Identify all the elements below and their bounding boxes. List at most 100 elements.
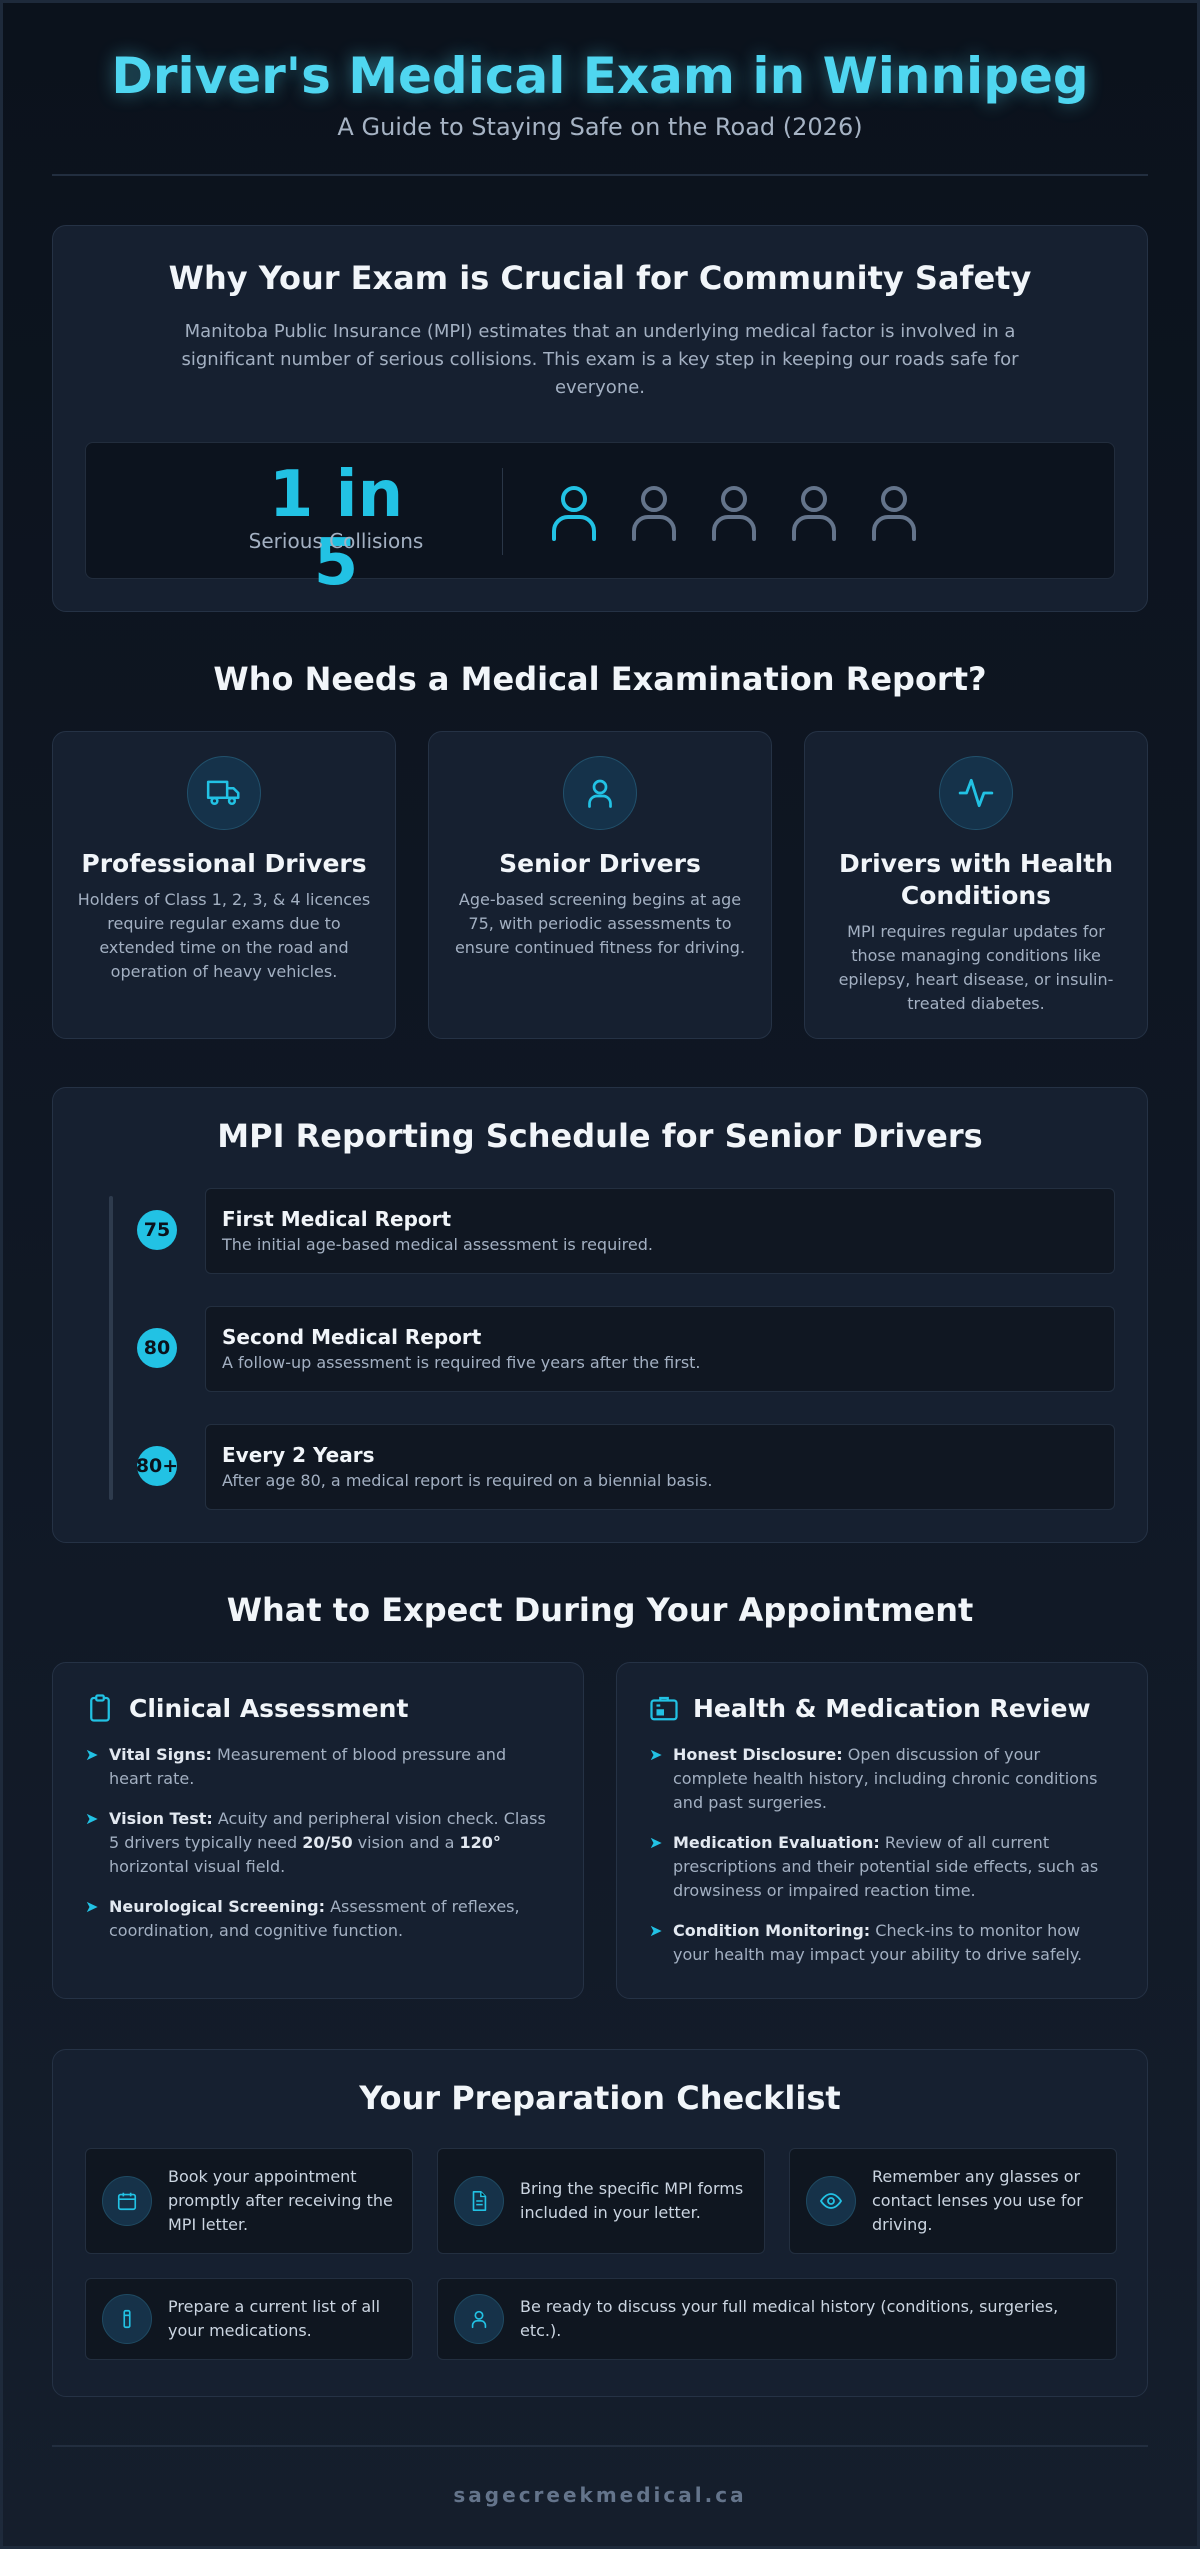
- person-icon: [712, 486, 756, 541]
- footer-divider: [52, 2445, 1148, 2447]
- age-badge: 80: [137, 1328, 177, 1368]
- checklist-item: Remember any glasses or contact lenses y…: [789, 2148, 1117, 2254]
- who-card-senior: Senior Drivers Age-based screening begin…: [428, 731, 772, 1039]
- who-cards: Professional Drivers Holders of Class 1,…: [52, 731, 1148, 1039]
- icon-circle: [806, 2176, 856, 2226]
- icon-circle: [187, 756, 261, 830]
- item-label: Condition Monitoring:: [673, 1921, 871, 1940]
- icon-circle: [939, 756, 1013, 830]
- who-card-health: Drivers with Health Conditions MPI requi…: [804, 731, 1148, 1039]
- item-text: vision and a: [352, 1833, 460, 1852]
- checklist-grid: Book your appointment promptly after rec…: [85, 2148, 1117, 2360]
- visual-field-value: 120°: [459, 1833, 501, 1852]
- item-label: Medication Evaluation:: [673, 1833, 880, 1852]
- person-highlight-icon: [552, 486, 596, 541]
- stat-box: 1 in 5 Serious Collisions: [85, 442, 1115, 597]
- expect-title: What to Expect During Your Appointment: [226, 1591, 974, 1629]
- item-label: Neurological Screening:: [109, 1897, 325, 1916]
- expect-cards: Clinical Assessment ➤ Vital Signs: Measu…: [52, 1662, 1148, 1999]
- timeline-item-text: A follow-up assessment is required five …: [222, 1353, 701, 1372]
- document-icon: [472, 2191, 487, 2211]
- list-item-text: Neurological Screening: Assessment of re…: [109, 1895, 551, 1943]
- who-card-text: Age-based screening begins at age 75, wi…: [454, 890, 746, 957]
- stat-divider: [502, 468, 503, 555]
- list-item: ➤ Neurological Screening: Assessment of …: [85, 1895, 551, 1943]
- user-icon: [588, 779, 612, 808]
- health-header: Health & Medication Review: [649, 1693, 1115, 1723]
- person-icon: [872, 486, 916, 541]
- item-text: Open discussion of your complete health …: [673, 1745, 1098, 1812]
- list-item-text: Vision Test: Acuity and peripheral visio…: [109, 1807, 551, 1879]
- item-text: Acuity and peripheral vision check. Clas…: [109, 1809, 546, 1852]
- page-subtitle: A Guide to Staying Safe on the Road (202…: [337, 113, 863, 141]
- timeline-line: [109, 1196, 113, 1500]
- timeline-item-text: The initial age-based medical assessment…: [222, 1235, 653, 1254]
- timeline-item-title: Every 2 Years: [222, 1443, 375, 1467]
- list-item: ➤ Vital Signs: Measurement of blood pres…: [85, 1743, 551, 1791]
- eye-icon: [819, 2193, 843, 2209]
- footer-website[interactable]: sagecreekmedical.ca: [453, 2483, 747, 2507]
- item-text: Assessment of reflexes, coordination, an…: [109, 1897, 520, 1940]
- timeline-item-title: Second Medical Report: [222, 1325, 482, 1349]
- timeline-box: Second Medical Report A follow-up assess…: [205, 1306, 1115, 1392]
- icon-circle: [102, 2176, 152, 2226]
- list-item: ➤ Honest Disclosure: Open discussion of …: [649, 1743, 1115, 1815]
- checklist-item: Prepare a current list of all your medic…: [85, 2278, 413, 2360]
- item-text: horizontal visual field.: [109, 1857, 286, 1876]
- item-text: Measurement of blood pressure and heart …: [109, 1745, 507, 1788]
- checklist-title: Your Preparation Checklist: [359, 2079, 841, 2117]
- checklist-item: Bring the specific MPI forms included in…: [437, 2148, 765, 2254]
- arrow-icon: ➤: [85, 1745, 99, 1764]
- health-title: Health & Medication Review: [693, 1693, 1091, 1723]
- item-text: Review of all current prescriptions and …: [673, 1833, 1099, 1900]
- header: Driver's Medical Exam in Winnipeg A Guid…: [52, 0, 1148, 142]
- schedule-card: MPI Reporting Schedule for Senior Driver…: [52, 1087, 1148, 1543]
- heartbeat-icon: [958, 778, 994, 808]
- infographic: Driver's Medical Exam in Winnipeg A Guid…: [52, 0, 1148, 2507]
- item-label: Vision Test:: [109, 1809, 213, 1828]
- who-card-text: Holders of Class 1, 2, 3, & 4 licences r…: [77, 890, 371, 981]
- checklist-item: Be ready to discuss your full medical hi…: [437, 2278, 1117, 2360]
- who-card-professional: Professional Drivers Holders of Class 1,…: [52, 731, 396, 1039]
- calendar-icon: [117, 2192, 137, 2211]
- checklist-item-text: Bring the specific MPI forms included in…: [520, 2179, 744, 2222]
- timeline-item: 75 First Medical Report The initial age-…: [53, 1188, 1147, 1274]
- icon-circle: [454, 2176, 504, 2226]
- list-item-text: Medication Evaluation: Review of all cur…: [673, 1831, 1115, 1903]
- who-card-title: Senior Drivers: [499, 849, 701, 878]
- checklist-item-text: Prepare a current list of all your medic…: [168, 2297, 381, 2340]
- list-item-text: Vital Signs: Measurement of blood pressu…: [109, 1743, 551, 1791]
- who-card-text: MPI requires regular updates for those m…: [838, 922, 1114, 1013]
- page-title: Driver's Medical Exam in Winnipeg: [111, 47, 1089, 105]
- checklist-item-text: Be ready to discuss your full medical hi…: [520, 2297, 1059, 2340]
- timeline-item: 80 Second Medical Report A follow-up ass…: [53, 1306, 1147, 1392]
- person-icon: [792, 486, 836, 541]
- who-card-title: Drivers with Health Conditions: [839, 849, 1113, 910]
- arrow-icon: ➤: [649, 1745, 663, 1764]
- clinical-card: Clinical Assessment ➤ Vital Signs: Measu…: [52, 1662, 584, 1999]
- timeline-box: Every 2 Years After age 80, a medical re…: [205, 1424, 1115, 1510]
- schedule-title: MPI Reporting Schedule for Senior Driver…: [217, 1117, 983, 1155]
- timeline-item-text: After age 80, a medical report is requir…: [222, 1471, 713, 1490]
- list-item: ➤ Condition Monitoring: Check-ins to mon…: [649, 1919, 1115, 1967]
- age-badge: 80+: [136, 1446, 178, 1486]
- medical-kit-icon: [650, 1696, 678, 1721]
- icon-circle: [563, 756, 637, 830]
- checklist-item-text: Remember any glasses or contact lenses y…: [872, 2167, 1083, 2234]
- truck-icon: [206, 780, 240, 806]
- item-text: Check-ins to monitor how your health may…: [673, 1921, 1083, 1964]
- health-card: Health & Medication Review ➤ Honest Disc…: [616, 1662, 1148, 1999]
- header-divider: [52, 174, 1148, 176]
- vision-acuity-value: 20/50: [302, 1833, 353, 1852]
- item-label: Honest Disclosure:: [673, 1745, 843, 1764]
- arrow-icon: ➤: [85, 1809, 99, 1828]
- stat-label: Serious Collisions: [248, 529, 424, 553]
- item-label: Vital Signs:: [109, 1745, 212, 1764]
- list-item-text: Honest Disclosure: Open discussion of yo…: [673, 1743, 1115, 1815]
- clinical-list: ➤ Vital Signs: Measurement of blood pres…: [85, 1743, 551, 1943]
- timeline-box: First Medical Report The initial age-bas…: [205, 1188, 1115, 1274]
- arrow-icon: ➤: [649, 1921, 663, 1940]
- list-item-text: Condition Monitoring: Check-ins to monit…: [673, 1919, 1115, 1967]
- stat-value: 1 in 5: [268, 458, 404, 600]
